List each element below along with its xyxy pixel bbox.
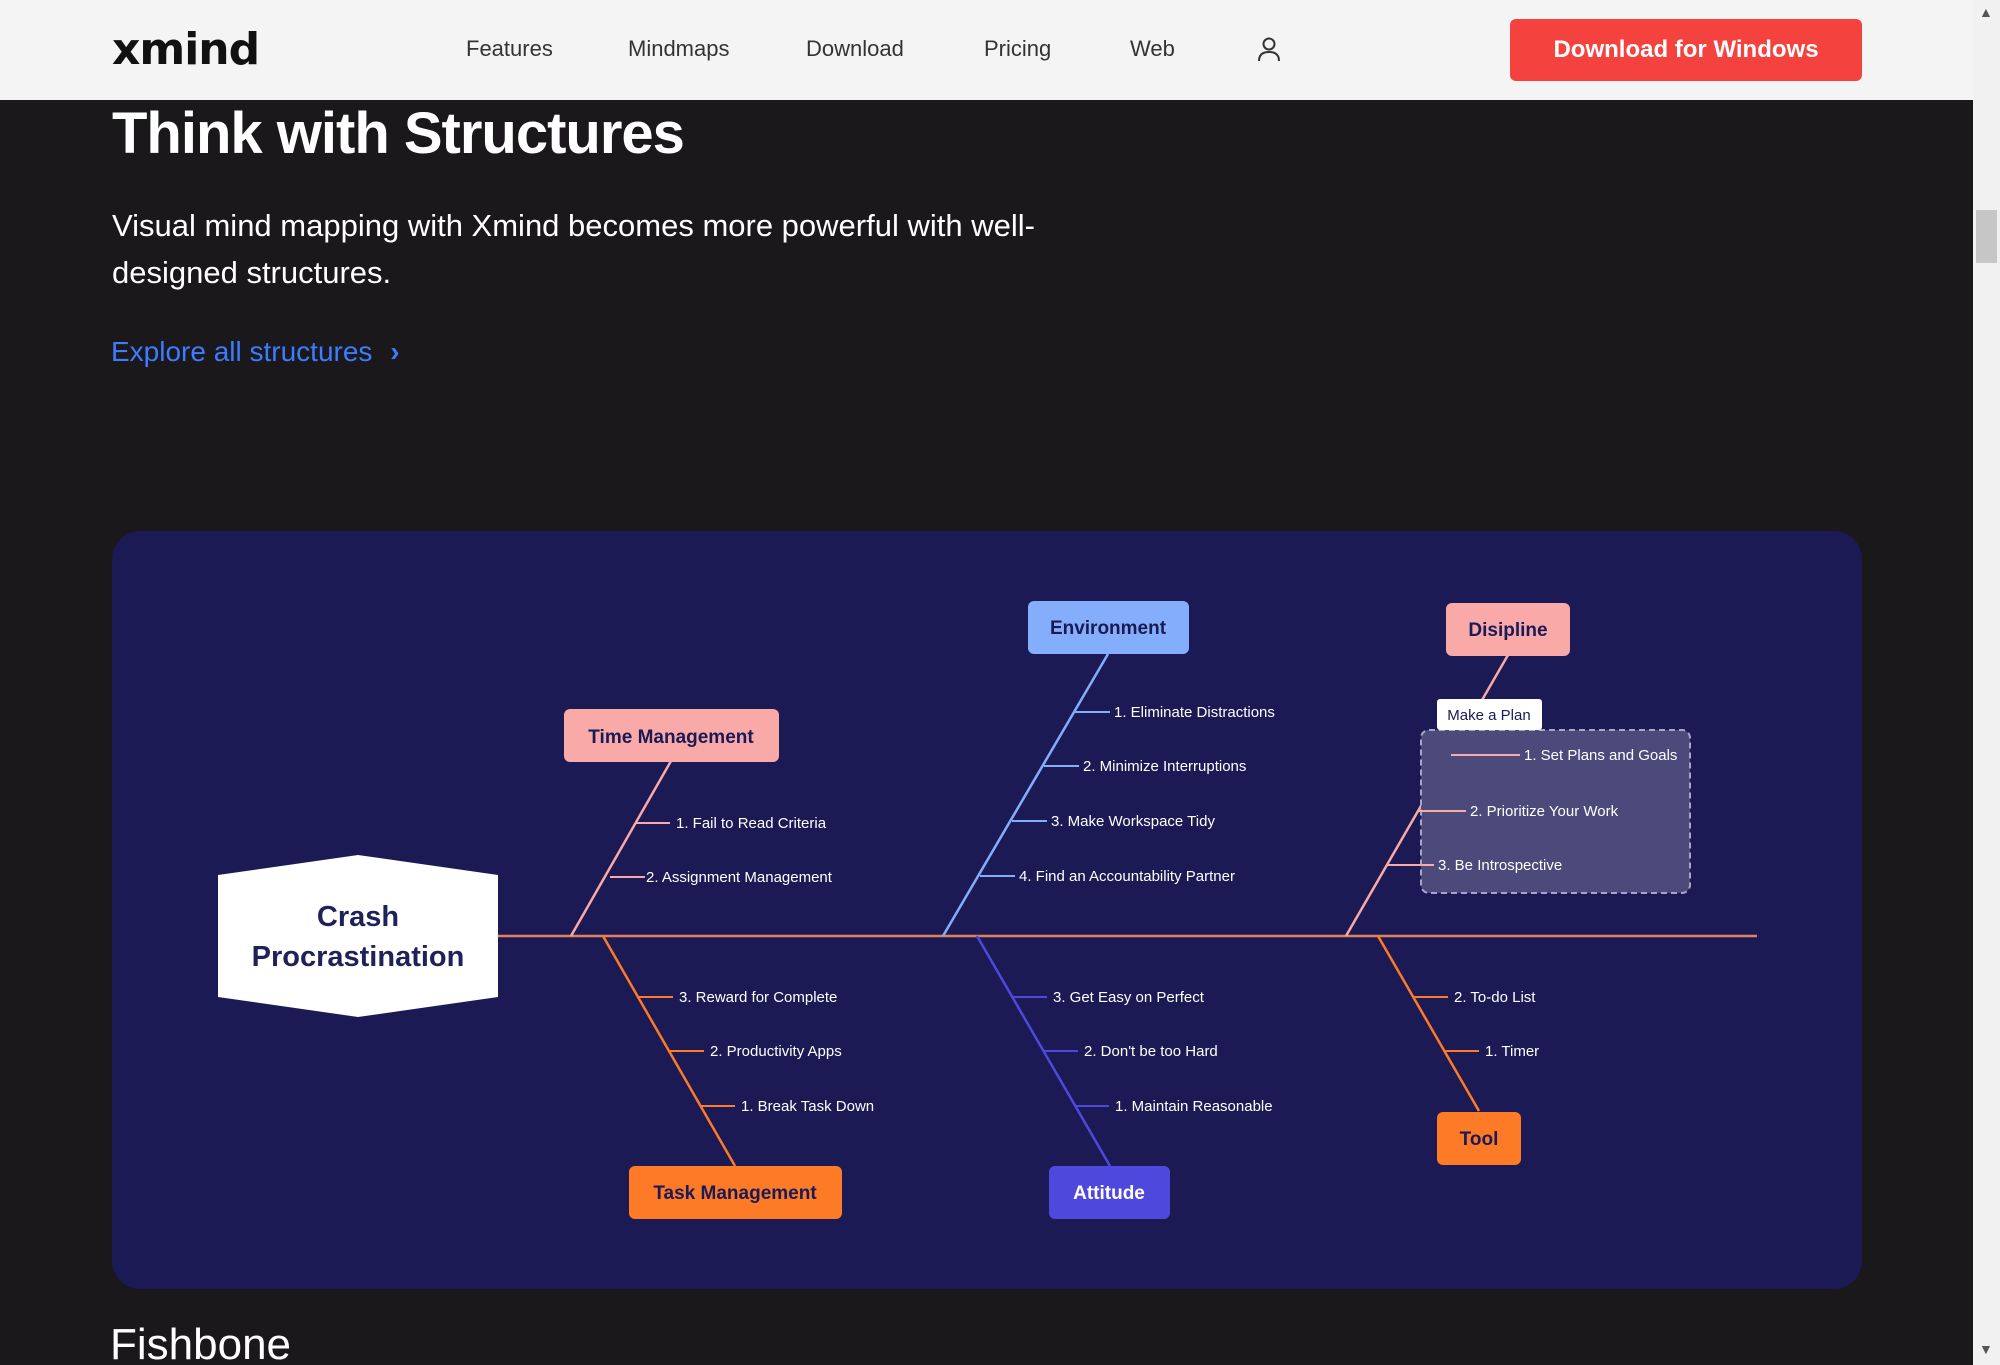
- time-management-label: Time Management: [588, 727, 754, 748]
- explore-link-label: Explore all structures: [111, 336, 373, 367]
- environment-node[interactable]: [1028, 601, 1189, 654]
- task-management-item-2: 2. Productivity Apps: [710, 1043, 842, 1060]
- time-management-item-1: 1. Fail to Read Criteria: [676, 815, 827, 832]
- environment-item-4: 4. Find an Accountability Partner: [1019, 868, 1235, 885]
- download-for-windows-button[interactable]: Download for Windows: [1510, 19, 1862, 81]
- hero-subtitle: Visual mind mapping with Xmind becomes m…: [112, 208, 1035, 290]
- task-management-label: Task Management: [653, 1183, 817, 1204]
- environment-bone: [941, 653, 1110, 937]
- top-navbar: xmind Features Mindmaps Download Pricing…: [0, 0, 1973, 100]
- scroll-down-arrow-icon[interactable]: ▼: [1979, 1341, 1993, 1357]
- central-topic-shape[interactable]: [218, 855, 498, 1017]
- make-a-plan-tag[interactable]: [1437, 699, 1542, 730]
- disipline-item-3: 3. Be Introspective: [1438, 857, 1562, 874]
- hero-title: Think with Structures: [112, 101, 685, 166]
- tool-item-2: 1. Timer: [1485, 1043, 1539, 1060]
- tool-node[interactable]: [1437, 1112, 1521, 1165]
- environment-label: Environment: [1050, 618, 1167, 639]
- central-topic-line-1: Crash: [317, 901, 399, 933]
- task-management-item-1: 3. Reward for Complete: [679, 989, 837, 1006]
- task-management-node[interactable]: [629, 1166, 842, 1219]
- attitude-item-2: 2. Don't be too Hard: [1084, 1043, 1218, 1060]
- fishbone-diagram: Crash Procrastination 1. Fail to Read Cr…: [218, 601, 1757, 1219]
- environment-item-2: 2. Minimize Interruptions: [1083, 758, 1246, 775]
- fishbone-diagram-card: Crash Procrastination 1. Fail to Read Cr…: [112, 531, 1862, 1289]
- task-management-item-3: 1. Break Task Down: [741, 1098, 874, 1115]
- scrollbar[interactable]: [1973, 0, 2000, 1365]
- disipline-item-2: 2. Prioritize Your Work: [1470, 803, 1619, 820]
- attitude-label: Attitude: [1073, 1183, 1145, 1204]
- disipline-label: Disipline: [1468, 620, 1547, 641]
- disipline-node[interactable]: [1446, 603, 1570, 656]
- scrollbar-thumb[interactable]: [1976, 210, 1997, 263]
- tool-label: Tool: [1460, 1129, 1499, 1150]
- nav-web[interactable]: Web: [1130, 36, 1175, 61]
- nav-features[interactable]: Features: [466, 36, 553, 61]
- xmind-logo[interactable]: xmind: [112, 24, 260, 75]
- make-a-plan-label: Make a Plan: [1447, 707, 1530, 724]
- time-management-item-2: 2. Assignment Management: [646, 869, 833, 886]
- time-management-node[interactable]: [564, 709, 779, 762]
- nav-mindmaps[interactable]: Mindmaps: [628, 36, 730, 61]
- attitude-item-3: 1. Maintain Reasonable: [1115, 1098, 1273, 1115]
- attitude-node[interactable]: [1049, 1166, 1170, 1219]
- explore-all-structures-link[interactable]: Explore all structures ›: [111, 336, 400, 368]
- section-title-fishbone: Fishbone: [110, 1320, 292, 1365]
- central-topic-line-2: Procrastination: [252, 941, 465, 973]
- tool-item-1: 2. To-do List: [1454, 989, 1536, 1006]
- environment-item-3: 3. Make Workspace Tidy: [1051, 813, 1215, 830]
- disipline-item-1: 1. Set Plans and Goals: [1524, 747, 1677, 764]
- attitude-item-1: 3. Get Easy on Perfect: [1053, 989, 1205, 1006]
- scroll-up-arrow-icon[interactable]: ▲: [1979, 4, 1993, 20]
- nav-pricing[interactable]: Pricing: [984, 36, 1052, 61]
- nav-download[interactable]: Download: [806, 36, 904, 61]
- environment-item-1: 1. Eliminate Distractions: [1114, 704, 1275, 721]
- chevron-right-icon: ›: [390, 336, 400, 367]
- tool-bone: [1376, 935, 1481, 1112]
- user-icon[interactable]: [1254, 34, 1284, 64]
- time-management-bone: [569, 760, 673, 937]
